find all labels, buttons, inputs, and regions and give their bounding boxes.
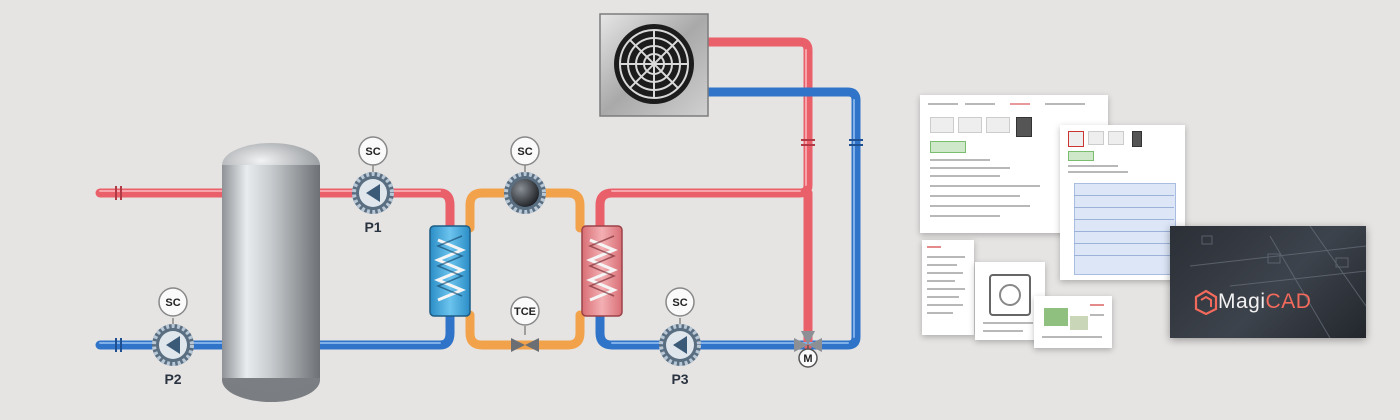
- brand-logo-icon: [1194, 289, 1218, 315]
- fan-coil-unit: [599, 13, 709, 117]
- sc-controller-circulator: [510, 136, 540, 166]
- pump-label-p1: P1: [364, 219, 381, 235]
- brand-card: MagiCAD: [1170, 226, 1366, 338]
- sc-controller-p3: [665, 287, 695, 317]
- sc-label-circulator: SC: [517, 146, 532, 158]
- sc-label-p2: SC: [165, 297, 180, 309]
- brand-name: MagiCAD: [1218, 290, 1311, 314]
- motor-label: M: [803, 353, 812, 365]
- pump-label-p2: P2: [164, 371, 181, 387]
- heat-exchanger-cold: [429, 225, 471, 317]
- pump-p1: [352, 172, 394, 214]
- pump-label-p3: P3: [671, 371, 688, 387]
- storage-tank: [222, 143, 320, 402]
- tce-sensor: [510, 296, 540, 326]
- sc-controller-p1: [358, 136, 388, 166]
- fan-icon: [619, 29, 689, 99]
- document-thumbnail-table: [1060, 125, 1185, 280]
- two-way-valve: [511, 338, 539, 352]
- heat-exchanger-hot: [581, 225, 623, 317]
- pump-p3: [659, 324, 701, 366]
- document-thumbnail-drawing: [975, 262, 1045, 340]
- motor-icon: [798, 348, 818, 368]
- cold-pipes: [95, 87, 861, 350]
- sc-controller-p2: [158, 287, 188, 317]
- pump-p2: [152, 324, 194, 366]
- brand-background-lines: [1189, 226, 1366, 338]
- brand-name-accent: CAD: [1265, 290, 1312, 313]
- sc-label-p3: SC: [672, 297, 687, 309]
- sc-label-p1: SC: [365, 146, 380, 158]
- circulator-pump: [504, 172, 546, 214]
- document-thumbnail-report: [922, 240, 974, 335]
- tce-label: TCE: [514, 306, 536, 318]
- brand-name-prefix: Magi: [1218, 290, 1266, 313]
- mixing-valve: [794, 331, 822, 368]
- pipe-unions: [115, 139, 863, 352]
- document-thumbnail-plan: [1034, 296, 1112, 348]
